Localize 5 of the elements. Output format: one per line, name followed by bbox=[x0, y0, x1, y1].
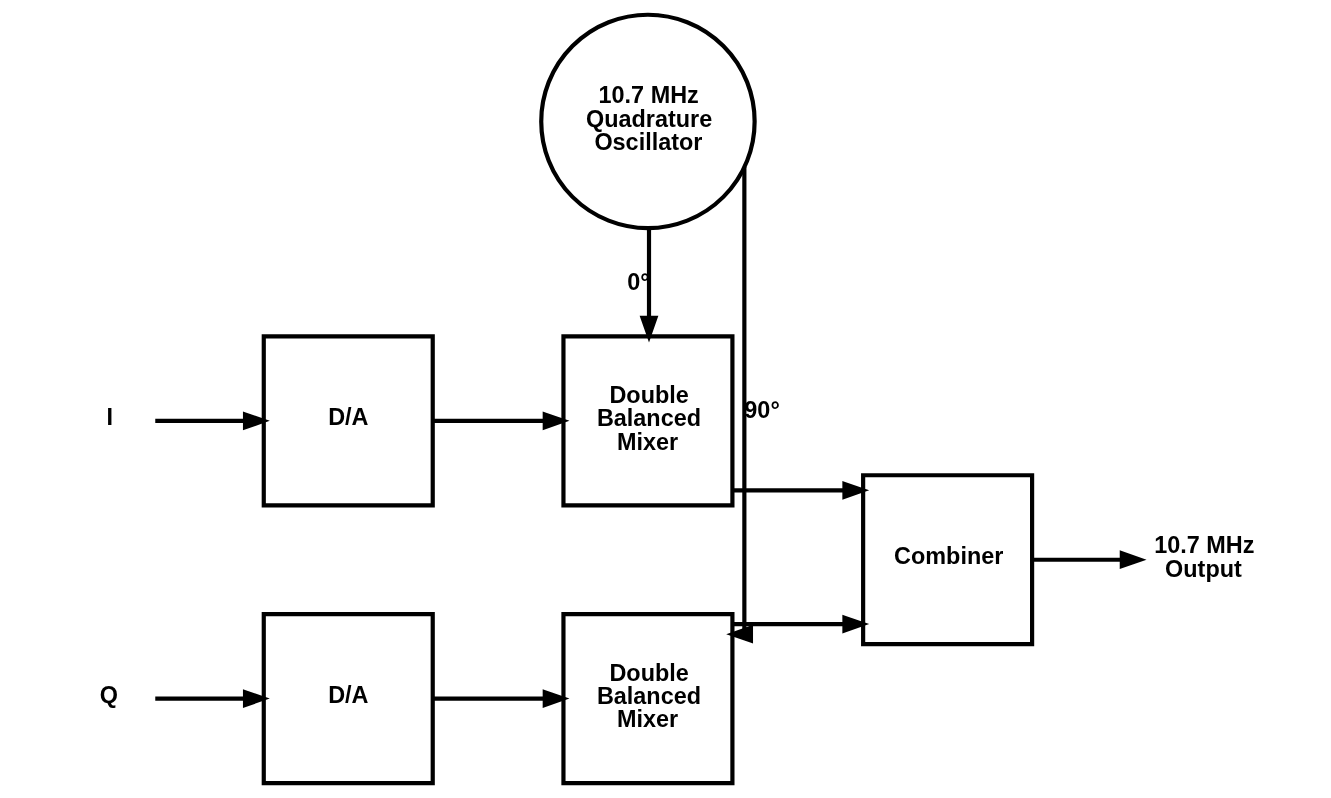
edge-label: 90° bbox=[744, 397, 780, 424]
node-text: Q bbox=[99, 682, 119, 709]
node-text: I bbox=[106, 404, 114, 431]
node-text: 10.7 MHz Output bbox=[1154, 532, 1255, 582]
edge-label: 0° bbox=[627, 269, 650, 296]
